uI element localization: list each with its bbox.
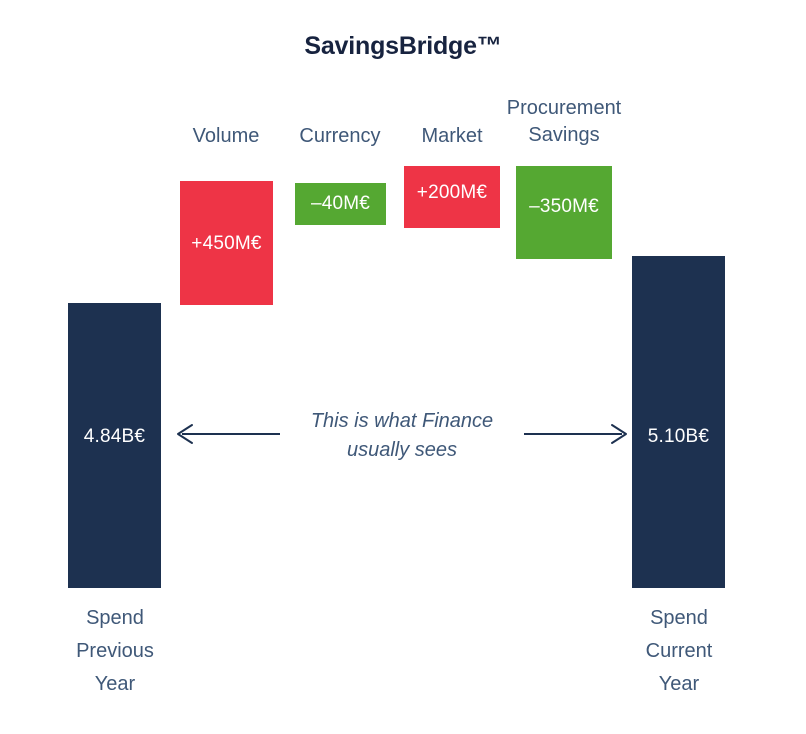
left-arrow-icon <box>177 424 280 444</box>
bar-market: +200M€ <box>404 166 500 228</box>
bar-currency: –40M€ <box>295 183 386 225</box>
page-title: SavingsBridge™ <box>304 32 502 60</box>
bar-value-spend-current-year: 5.10B€ <box>647 426 710 447</box>
bar-spend-current-year: 5.10B€ <box>632 256 725 588</box>
bar-value-market: +200M€ <box>416 182 488 203</box>
annotation-finance-view: This is what Finance usually sees <box>310 410 494 461</box>
step-caption-market: Market <box>421 125 483 147</box>
bar-spend-previous-year: 4.84B€ <box>68 303 161 588</box>
step-caption-procurement: Procurement Savings <box>506 97 622 146</box>
step-caption-volume: Volume <box>192 125 260 147</box>
bar-value-volume: +450M€ <box>191 233 262 254</box>
bar-value-spend-previous-year: 4.84B€ <box>83 426 146 447</box>
right-arrow-icon <box>524 424 627 444</box>
bar-value-currency: –40M€ <box>310 193 371 214</box>
bar-volume: +450M€ <box>180 181 273 305</box>
step-caption-currency: Currency <box>299 125 381 147</box>
bar-value-procurement-savings: –350M€ <box>529 196 599 217</box>
axis-caption-spend-current-year: Spend Current Year <box>645 607 713 695</box>
bar-procurement-savings: –350M€ <box>516 166 612 259</box>
axis-caption-spend-previous-year: Spend Previous Year <box>76 607 154 695</box>
